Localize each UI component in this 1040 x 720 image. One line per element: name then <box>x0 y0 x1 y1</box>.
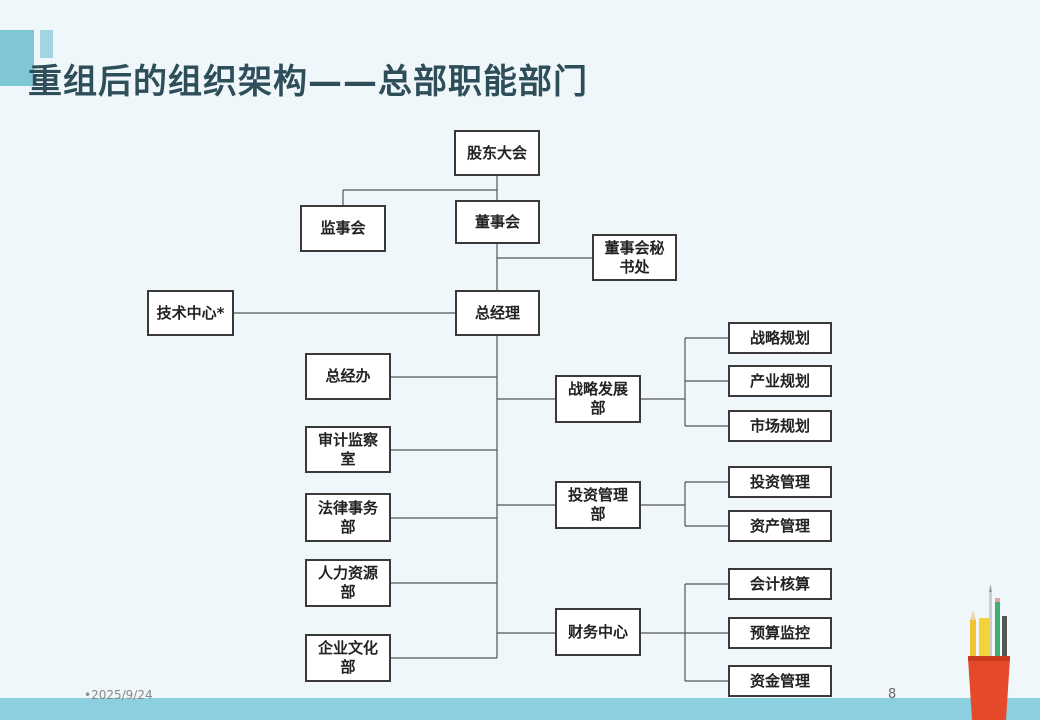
node-investment-dept: 投资管理部 <box>555 481 641 529</box>
node-shareholders: 股东大会 <box>454 130 540 176</box>
accent-bar-small <box>40 30 53 58</box>
node-audit: 审计监察室 <box>305 426 391 473</box>
node-culture: 企业文化部 <box>305 634 391 682</box>
pencil-cup-icon <box>968 584 1010 720</box>
node-asset-mgmt: 资产管理 <box>728 510 832 542</box>
node-board-secretary: 董事会秘书处 <box>592 234 677 281</box>
node-investment-mgmt: 投资管理 <box>728 466 832 498</box>
node-hr: 人力资源部 <box>305 559 391 607</box>
node-general-manager: 总经理 <box>455 290 540 336</box>
node-legal: 法律事务部 <box>305 493 391 542</box>
node-strategy-plan: 战略规划 <box>728 322 832 354</box>
page-title: 重组后的组织架构——总部职能部门 <box>28 62 588 102</box>
node-budget: 预算监控 <box>728 617 832 649</box>
node-finance-center: 财务中心 <box>555 608 641 656</box>
node-fund-mgmt: 资金管理 <box>728 665 832 697</box>
node-market-plan: 市场规划 <box>728 410 832 442</box>
node-industry-plan: 产业规划 <box>728 365 832 397</box>
footer-date: •2025/9/24 <box>84 688 153 702</box>
node-tech-center: 技术中心* <box>147 290 234 336</box>
node-supervisory-board: 监事会 <box>300 205 386 252</box>
node-accounting: 会计核算 <box>728 568 832 600</box>
accent-bar-large <box>0 30 34 86</box>
page-number: 8 <box>888 687 897 702</box>
node-strategy-dept: 战略发展部 <box>555 375 641 423</box>
node-gm-office: 总经办 <box>305 353 391 400</box>
node-board: 董事会 <box>455 200 540 244</box>
footer-bar <box>0 698 1040 720</box>
